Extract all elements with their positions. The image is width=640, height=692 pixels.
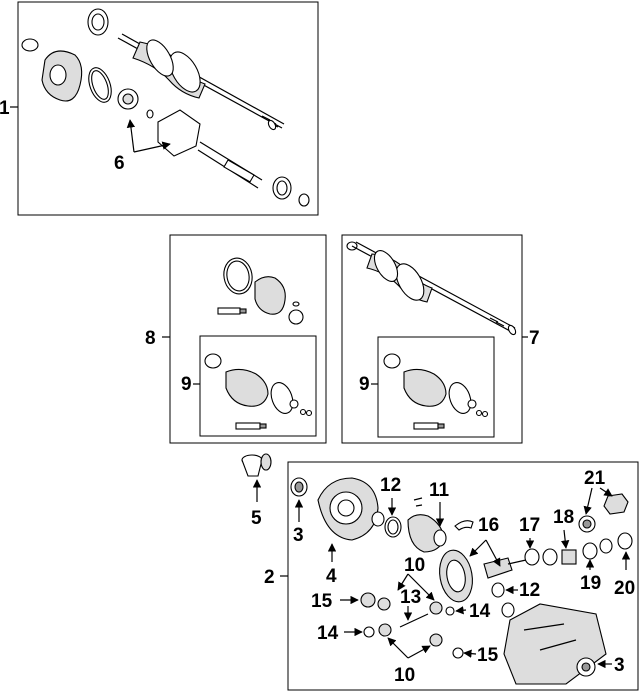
callout-9-right: 9 [359,374,370,395]
box-drive-shaft-assembly [17,1,319,216]
part-5-drawing [241,453,272,477]
axle-assembly-7-drawing [346,241,517,336]
callout-10-bottom: 10 [394,665,415,686]
callout-14-left: 14 [317,623,339,644]
callout-19: 19 [580,573,601,594]
box-boot-kit-9-left [199,335,317,437]
callout-20: 20 [614,578,635,599]
callout-17: 17 [519,515,540,536]
callout-1: 1 [0,98,10,119]
callout-9-left: 9 [181,374,192,395]
callout-12-top: 12 [380,475,401,496]
callout-15-left: 15 [311,591,333,612]
leader-6a [126,119,136,153]
box-boot-kit-9-right [377,336,495,438]
callout-16: 16 [478,515,499,536]
callout-11: 11 [429,480,450,501]
boot-kit-9-right-drawing [383,353,489,430]
callout-13: 13 [400,587,421,608]
boot-kit-9-left-drawing [204,353,313,430]
leader-6b [133,141,171,153]
callout-3-bottom: 3 [614,655,625,676]
callout-21: 21 [584,468,606,489]
differential-drawing [290,477,633,685]
callout-5: 5 [251,508,262,529]
box-boot-kit-8 [169,234,327,444]
callout-12-bottom: 12 [519,580,540,601]
callout-8: 8 [145,328,156,349]
callout-18: 18 [553,507,574,528]
callout-7: 7 [529,328,540,349]
callout-15-right: 15 [477,645,499,666]
callout-6: 6 [114,153,125,174]
drive-shaft-assembly-drawing [21,8,310,207]
boot-kit-8-drawing [217,257,304,325]
callout-3-top: 3 [293,525,304,546]
callout-10-top: 10 [404,555,425,576]
callout-14-right: 14 [469,601,491,622]
callout-2: 2 [264,567,275,588]
box-axle-assembly-7 [341,234,523,444]
differential-leaders [294,487,631,669]
callout-4: 4 [326,566,337,587]
